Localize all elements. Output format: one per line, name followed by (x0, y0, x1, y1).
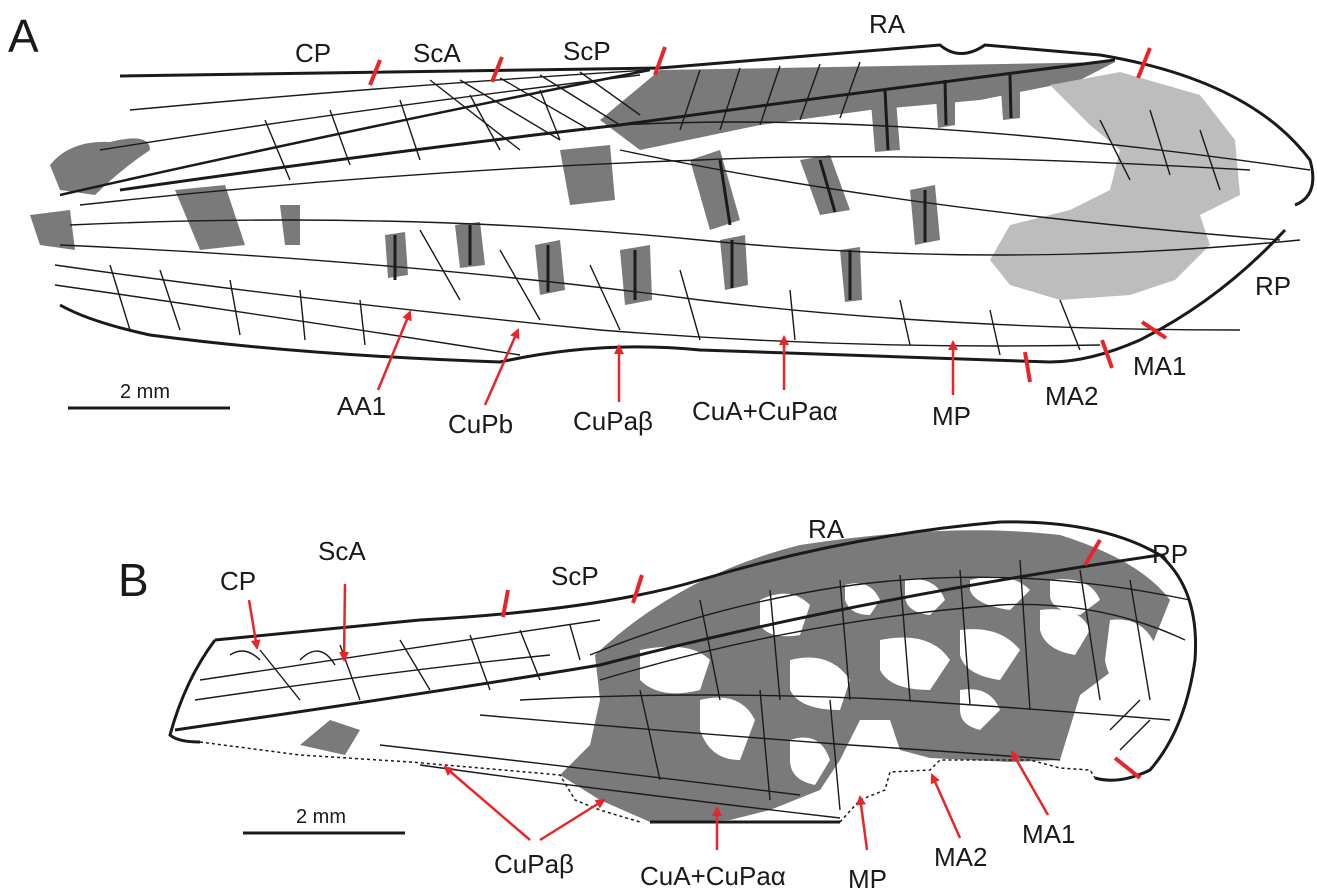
label-a-cp: CP (295, 38, 331, 68)
panel-a-arrows (378, 312, 953, 405)
label-b-rp: RP (1152, 539, 1188, 569)
label-b-scp: ScP (551, 561, 599, 591)
label-b-ra: RA (808, 514, 845, 544)
panel-a-wing (30, 45, 1313, 408)
label-a-cupa-beta: CuPaβ (573, 406, 653, 436)
label-a-ma2: MA2 (1045, 381, 1098, 411)
label-a-ma1: MA1 (1133, 351, 1186, 381)
label-b-mp: MP (848, 864, 887, 894)
label-b-cp: CP (220, 566, 256, 596)
label-b-ma1: MA1 (1022, 819, 1075, 849)
label-b-cupa-beta: CuPaβ (494, 849, 574, 879)
panel-b-wing (170, 522, 1196, 850)
label-b-sca: ScA (318, 536, 366, 566)
label-a-ra: RA (869, 9, 906, 39)
panel-a-light-pattern (990, 72, 1240, 300)
panel-a-letter: A (8, 10, 39, 62)
label-a-cupb: CuPb (448, 409, 513, 439)
panel-b-letter: B (118, 554, 149, 606)
label-a-aa1: AA1 (337, 391, 386, 421)
panel-a-scale-label: 2 mm (120, 381, 170, 403)
label-b-cua-cupa-alpha: CuA+CuPaα (640, 861, 786, 891)
label-a-scp: ScP (563, 36, 611, 66)
label-a-rp: RP (1255, 271, 1291, 301)
label-a-mp: MP (932, 401, 971, 431)
label-a-sca: ScA (413, 38, 461, 68)
panel-a-dark-pattern (30, 62, 1115, 305)
label-a-cua-cupa-alpha: CuA+CuPaα (692, 396, 838, 426)
label-b-ma2: MA2 (934, 842, 987, 872)
panel-b-scale-label: 2 mm (296, 806, 346, 828)
